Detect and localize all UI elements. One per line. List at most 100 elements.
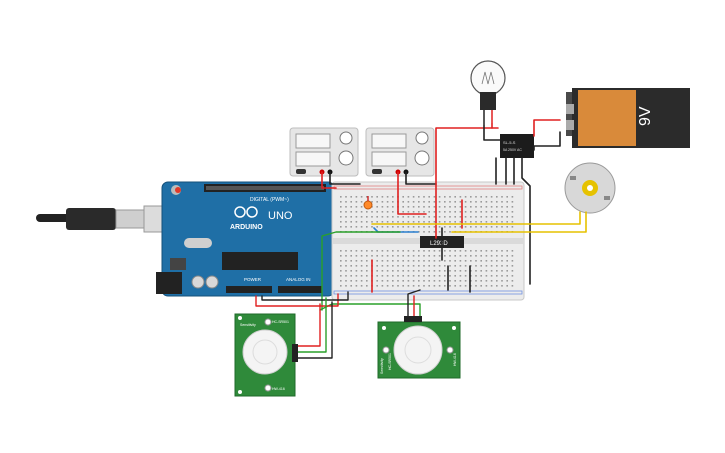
breadboard-hole	[412, 226, 415, 228]
breadboard-hole	[511, 260, 514, 262]
breadboard-hole	[449, 285, 451, 287]
breadboard-hole	[386, 206, 389, 208]
breadboard-hole	[511, 201, 514, 203]
breadboard-hole	[464, 250, 467, 252]
breadboard-hole	[454, 275, 456, 277]
breadboard-hole	[355, 221, 358, 223]
breadboard-hole	[449, 196, 451, 198]
breadboard-hole	[501, 260, 503, 262]
breadboard-hole	[438, 270, 441, 272]
breadboard-hole	[366, 255, 368, 257]
breadboard-hole	[470, 221, 472, 223]
breadboard-hole	[376, 211, 378, 213]
breadboard-hole	[485, 206, 488, 208]
breadboard-hole	[376, 285, 378, 287]
breadboard-hole	[386, 265, 389, 267]
breadboard-hole	[407, 226, 410, 228]
breadboard-hole	[381, 206, 384, 208]
breadboard-hole	[360, 206, 363, 208]
breadboard-hole	[428, 255, 430, 257]
breadboard-hole	[459, 226, 462, 228]
breadboard-hole	[381, 255, 384, 257]
breadboard-hole	[366, 196, 368, 198]
breadboard-hole	[418, 201, 420, 203]
breadboard-hole	[428, 216, 430, 218]
breadboard-hole	[407, 201, 410, 203]
breadboard-hole	[480, 250, 482, 252]
breadboard-hole	[506, 206, 508, 208]
breadboard-hole	[511, 280, 514, 282]
breadboard-hole	[511, 250, 514, 252]
breadboard-hole	[438, 201, 441, 203]
breadboard-hole	[428, 250, 430, 252]
breadboard-hole	[360, 255, 363, 257]
breadboard-hole	[428, 201, 430, 203]
breadboard-hole	[454, 196, 456, 198]
power-supply-1[interactable]	[289, 127, 359, 177]
breadboard-hole	[444, 265, 446, 267]
breadboard-hole	[423, 211, 425, 213]
dc-motor[interactable]	[564, 162, 616, 214]
breadboard-hole	[371, 216, 373, 218]
breadboard-hole	[345, 196, 347, 198]
breadboard-hole	[428, 226, 430, 228]
breadboard-hole	[402, 216, 404, 218]
crystal	[184, 238, 212, 248]
breadboard-hole	[360, 226, 363, 228]
breadboard-hole	[433, 280, 436, 282]
breadboard-hole	[366, 260, 368, 262]
breadboard-hole	[360, 285, 363, 287]
breadboard-hole	[464, 226, 467, 228]
breadboard-hole	[496, 255, 498, 257]
breadboard-hole	[454, 285, 456, 287]
breadboard-hole	[423, 260, 425, 262]
reset-button[interactable]	[175, 187, 181, 193]
breadboard-hole	[350, 216, 352, 218]
breadboard-hole	[340, 226, 342, 228]
breadboard-hole	[376, 221, 378, 223]
breadboard-hole	[459, 255, 462, 257]
breadboard-hole	[496, 270, 498, 272]
breadboard-hole	[490, 221, 493, 223]
relay[interactable]: SL-5-S 5A 250V AC	[500, 134, 534, 158]
analog-pin-header	[278, 286, 322, 293]
breadboard-hole	[381, 280, 384, 282]
breadboard-hole	[464, 255, 467, 257]
breadboard-hole	[438, 221, 441, 223]
led[interactable]	[363, 196, 373, 210]
breadboard-hole	[480, 280, 482, 282]
breadboard-hole	[449, 216, 451, 218]
breadboard-hole	[490, 255, 493, 257]
power-supply-2[interactable]	[365, 127, 435, 177]
breadboard-hole	[381, 270, 384, 272]
breadboard-hole	[418, 211, 420, 213]
breadboard-hole	[397, 216, 399, 218]
breadboard-hole	[485, 270, 488, 272]
breadboard-hole	[490, 280, 493, 282]
breadboard-hole	[444, 201, 446, 203]
battery-9v[interactable]: 9V	[566, 88, 690, 148]
breadboard-hole	[340, 221, 342, 223]
breadboard-hole	[412, 201, 415, 203]
breadboard-hole	[402, 206, 404, 208]
breadboard-hole	[392, 201, 394, 203]
arduino-board[interactable]: DIGITAL (PWM~) ARDUINO UNO POWER ANALOG …	[156, 181, 335, 297]
breadboard-hole	[360, 250, 363, 252]
breadboard-hole	[485, 216, 488, 218]
breadboard-hole	[376, 201, 378, 203]
light-bulb[interactable]	[470, 60, 506, 126]
pir-sensor-1[interactable]: HC-SR501 HW-416 Sensitivity	[234, 313, 298, 397]
breadboard-hole	[366, 275, 368, 277]
breadboard-hole	[444, 231, 446, 233]
arduino-model-label: UNO	[268, 210, 293, 222]
breadboard-hole	[345, 201, 347, 203]
breadboard-hole	[485, 280, 488, 282]
breadboard-hole	[428, 285, 430, 287]
breadboard-hole	[433, 255, 436, 257]
breadboard-hole	[418, 206, 420, 208]
breadboard-hole	[386, 255, 389, 257]
pir-sensor-2[interactable]: HC-SR501 HW-416 Sensitivity	[377, 316, 461, 379]
breadboard-hole	[506, 285, 508, 287]
breadboard-hole	[381, 216, 384, 218]
breadboard-hole	[407, 255, 410, 257]
